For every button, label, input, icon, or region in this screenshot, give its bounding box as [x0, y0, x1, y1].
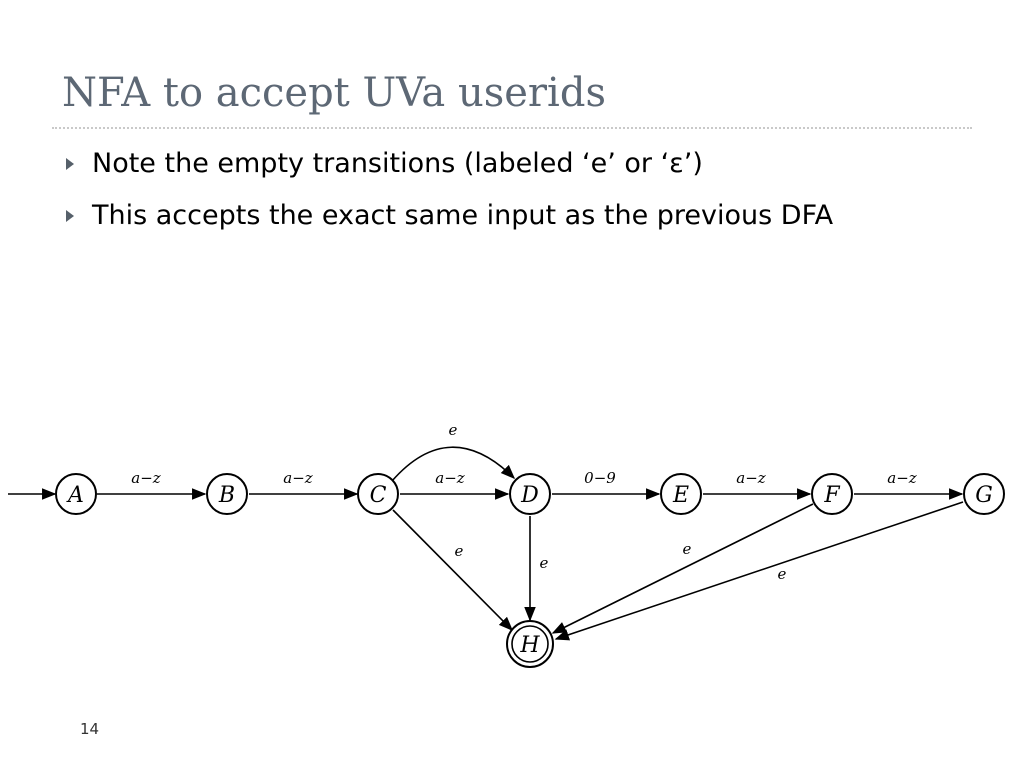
- state-c: C: [357, 473, 399, 515]
- bullet-text: This accepts the exact same input as the…: [92, 200, 834, 231]
- triangle-bullet-icon: [66, 210, 74, 222]
- edge-label-c-d: a−z: [435, 469, 465, 487]
- edge-label-e-f: a−z: [736, 469, 766, 487]
- edge-label-c-h: e: [455, 542, 464, 560]
- nfa-diagram: a−z a−z a−z e 0−9 a−z a−z e e e e A B C …: [8, 421, 1005, 668]
- edge-label-f-g: a−z: [887, 469, 917, 487]
- edge-label-d-h: e: [540, 554, 549, 572]
- bullet-list: Note the empty transitions (labeled ‘e’ …: [64, 146, 833, 250]
- state-e: E: [660, 473, 702, 515]
- state-f: F: [811, 473, 853, 515]
- state-label: B: [218, 483, 235, 508]
- state-label: F: [823, 483, 840, 508]
- state-label: D: [520, 483, 539, 508]
- state-g: G: [963, 473, 1005, 515]
- state-a: A: [55, 473, 97, 515]
- state-label: C: [370, 483, 387, 508]
- edge-label-d-e: 0−9: [584, 469, 616, 487]
- bullet-item: This accepts the exact same input as the…: [64, 198, 833, 234]
- edge-label-f-h: e: [683, 540, 692, 558]
- edge-label-a-b: a−z: [131, 469, 161, 487]
- state-d: D: [509, 473, 551, 515]
- edge-g-h: [554, 501, 964, 641]
- edge-label-c-d-epsilon: e: [449, 421, 458, 439]
- title-divider: [52, 127, 972, 129]
- bullet-item: Note the empty transitions (labeled ‘e’ …: [64, 146, 833, 182]
- page-number: 14: [80, 720, 100, 738]
- state-label: E: [672, 483, 689, 508]
- edge-f-h: [551, 503, 814, 634]
- state-label: H: [519, 633, 540, 658]
- edge-label-b-c: a−z: [283, 469, 313, 487]
- edge-c-d-epsilon: [391, 446, 516, 482]
- edge-c-h: [392, 509, 514, 632]
- state-h-accepting: H: [506, 620, 554, 668]
- slide-title: NFA to accept UVa userids: [62, 70, 606, 116]
- edge-label-g-h: e: [778, 565, 787, 583]
- state-label: G: [975, 483, 993, 508]
- state-label: A: [66, 483, 84, 508]
- bullet-text: Note the empty transitions (labeled ‘e’ …: [92, 148, 703, 179]
- state-b: B: [206, 473, 248, 515]
- triangle-bullet-icon: [66, 158, 74, 170]
